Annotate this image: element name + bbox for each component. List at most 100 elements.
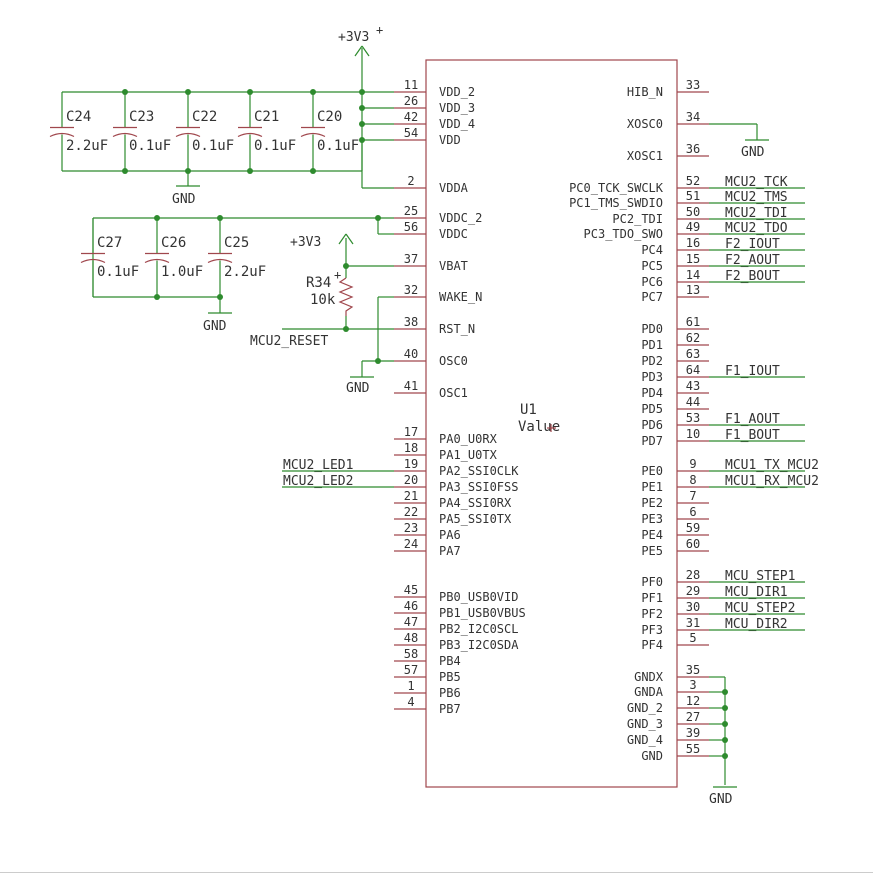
pin-number: 28 (686, 568, 700, 582)
pin-name: PB0_USB0VID (439, 590, 518, 604)
pin-number: 22 (404, 505, 418, 519)
pin-name: PE2 (641, 496, 663, 510)
pin-name: VDD_4 (439, 117, 475, 131)
pin-number: 19 (404, 457, 418, 471)
pin-number: 33 (686, 78, 700, 92)
pin-number: 4 (407, 695, 414, 709)
pin-number: 25 (404, 204, 418, 218)
net-label: F2_AOUT (725, 253, 780, 268)
gnd-symbol-mid-bank: GND (203, 297, 232, 334)
net-label: MCU2_TDI (725, 206, 788, 221)
net-label: F1_BOUT (725, 428, 780, 443)
pin-name: PA3_SSI0FSS (439, 480, 518, 494)
pin-number: 60 (686, 537, 700, 551)
pin-number: 48 (404, 631, 418, 645)
pin-number: 7 (689, 489, 696, 503)
net-label: F2_BOUT (725, 269, 780, 284)
pin-number: 2 (407, 174, 414, 188)
pin-number: 5 (689, 631, 696, 645)
pin-name: PD7 (641, 434, 663, 448)
pin-name: PA5_SSI0TX (439, 512, 512, 526)
pin-number: 58 (404, 647, 418, 661)
net-label: F2_IOUT (725, 237, 780, 252)
pin-name: PC4 (641, 243, 663, 257)
pin-number: 18 (404, 441, 418, 455)
pin-number: 9 (689, 457, 696, 471)
pin-name: XOSC0 (627, 117, 663, 131)
net-label: F1_AOUT (725, 412, 780, 427)
svg-text:+: + (376, 23, 383, 37)
svg-text:GND: GND (203, 319, 227, 334)
pin-name: PD4 (641, 386, 663, 400)
pin-number: 54 (404, 126, 418, 140)
pin-number: 8 (689, 473, 696, 487)
pin-name: GND_2 (627, 701, 663, 715)
svg-text:C24: C24 (66, 109, 91, 125)
pin-number: 24 (404, 537, 418, 551)
pin-number: 10 (686, 427, 700, 441)
power-symbol-3v3-vbat: +3V3 (290, 233, 354, 266)
pin-name: OSC0 (439, 354, 468, 368)
pin-name: GNDX (634, 670, 664, 684)
net-label-mcu2-led2: MCU2_LED2 (283, 474, 353, 489)
net-label-mcu2-reset: MCU2_RESET (250, 334, 328, 349)
svg-text:GND: GND (172, 192, 196, 207)
pin-number: 53 (686, 411, 700, 425)
pin-name: PD1 (641, 338, 663, 352)
pin-name: VDD_2 (439, 85, 475, 99)
pin-number: 57 (404, 663, 418, 677)
pin-number: 16 (686, 236, 700, 250)
mcu-value: Value (518, 419, 560, 435)
pin-number: 34 (686, 110, 700, 124)
svg-text:0.1uF: 0.1uF (97, 264, 139, 280)
svg-text:C26: C26 (161, 235, 186, 251)
pin-name: PE5 (641, 544, 663, 558)
pin-name: PA6 (439, 528, 461, 542)
pin-name: WAKE_N (439, 290, 482, 304)
pin-name: PB3_I2C0SDA (439, 638, 519, 652)
pin-name: PD6 (641, 418, 663, 432)
pin-name: PC3_TDO_SWO (584, 227, 663, 241)
pin-name: PF3 (641, 623, 663, 637)
svg-text:1.0uF: 1.0uF (161, 264, 203, 280)
svg-text:+3V3: +3V3 (290, 235, 321, 250)
pin-number: 45 (404, 583, 418, 597)
pin-number: 26 (404, 94, 418, 108)
svg-text:C25: C25 (224, 235, 249, 251)
pin-number: 41 (404, 379, 418, 393)
page-border (0, 872, 873, 873)
net-label: MCU_DIR2 (725, 617, 788, 632)
svg-text:0.1uF: 0.1uF (192, 138, 234, 154)
pin-name: PF0 (641, 575, 663, 589)
pin-name: OSC1 (439, 386, 468, 400)
pin-name: PD5 (641, 402, 663, 416)
pin-name: PE0 (641, 464, 663, 478)
pin-name: PA7 (439, 544, 461, 558)
svg-text:2.2uF: 2.2uF (66, 138, 108, 154)
pin-name: GND_3 (627, 717, 663, 731)
pin-number: 64 (686, 363, 700, 377)
pin-name: GNDA (634, 685, 664, 699)
pin-number: 36 (686, 142, 700, 156)
pin-number: 44 (686, 395, 700, 409)
capacitor-c24: C24 2.2uF (49, 92, 108, 171)
pin-name: VBAT (439, 259, 468, 273)
pin-number: 37 (404, 252, 418, 266)
pin-number: 17 (404, 425, 418, 439)
capacitor-c26: C26 1.0uF (144, 218, 203, 297)
pin-number: 63 (686, 347, 700, 361)
pin-number: 59 (686, 521, 700, 535)
pin-name: GND_4 (627, 733, 663, 747)
svg-text:0.1uF: 0.1uF (129, 138, 171, 154)
pin-name: PF1 (641, 591, 663, 605)
svg-text:0.1uF: 0.1uF (317, 138, 359, 154)
pin-name: PC0_TCK_SWCLK (569, 181, 664, 195)
pin-number: 40 (404, 347, 418, 361)
svg-text:10k: 10k (310, 292, 336, 308)
pin-name: PD0 (641, 322, 663, 336)
pin-number: 29 (686, 584, 700, 598)
